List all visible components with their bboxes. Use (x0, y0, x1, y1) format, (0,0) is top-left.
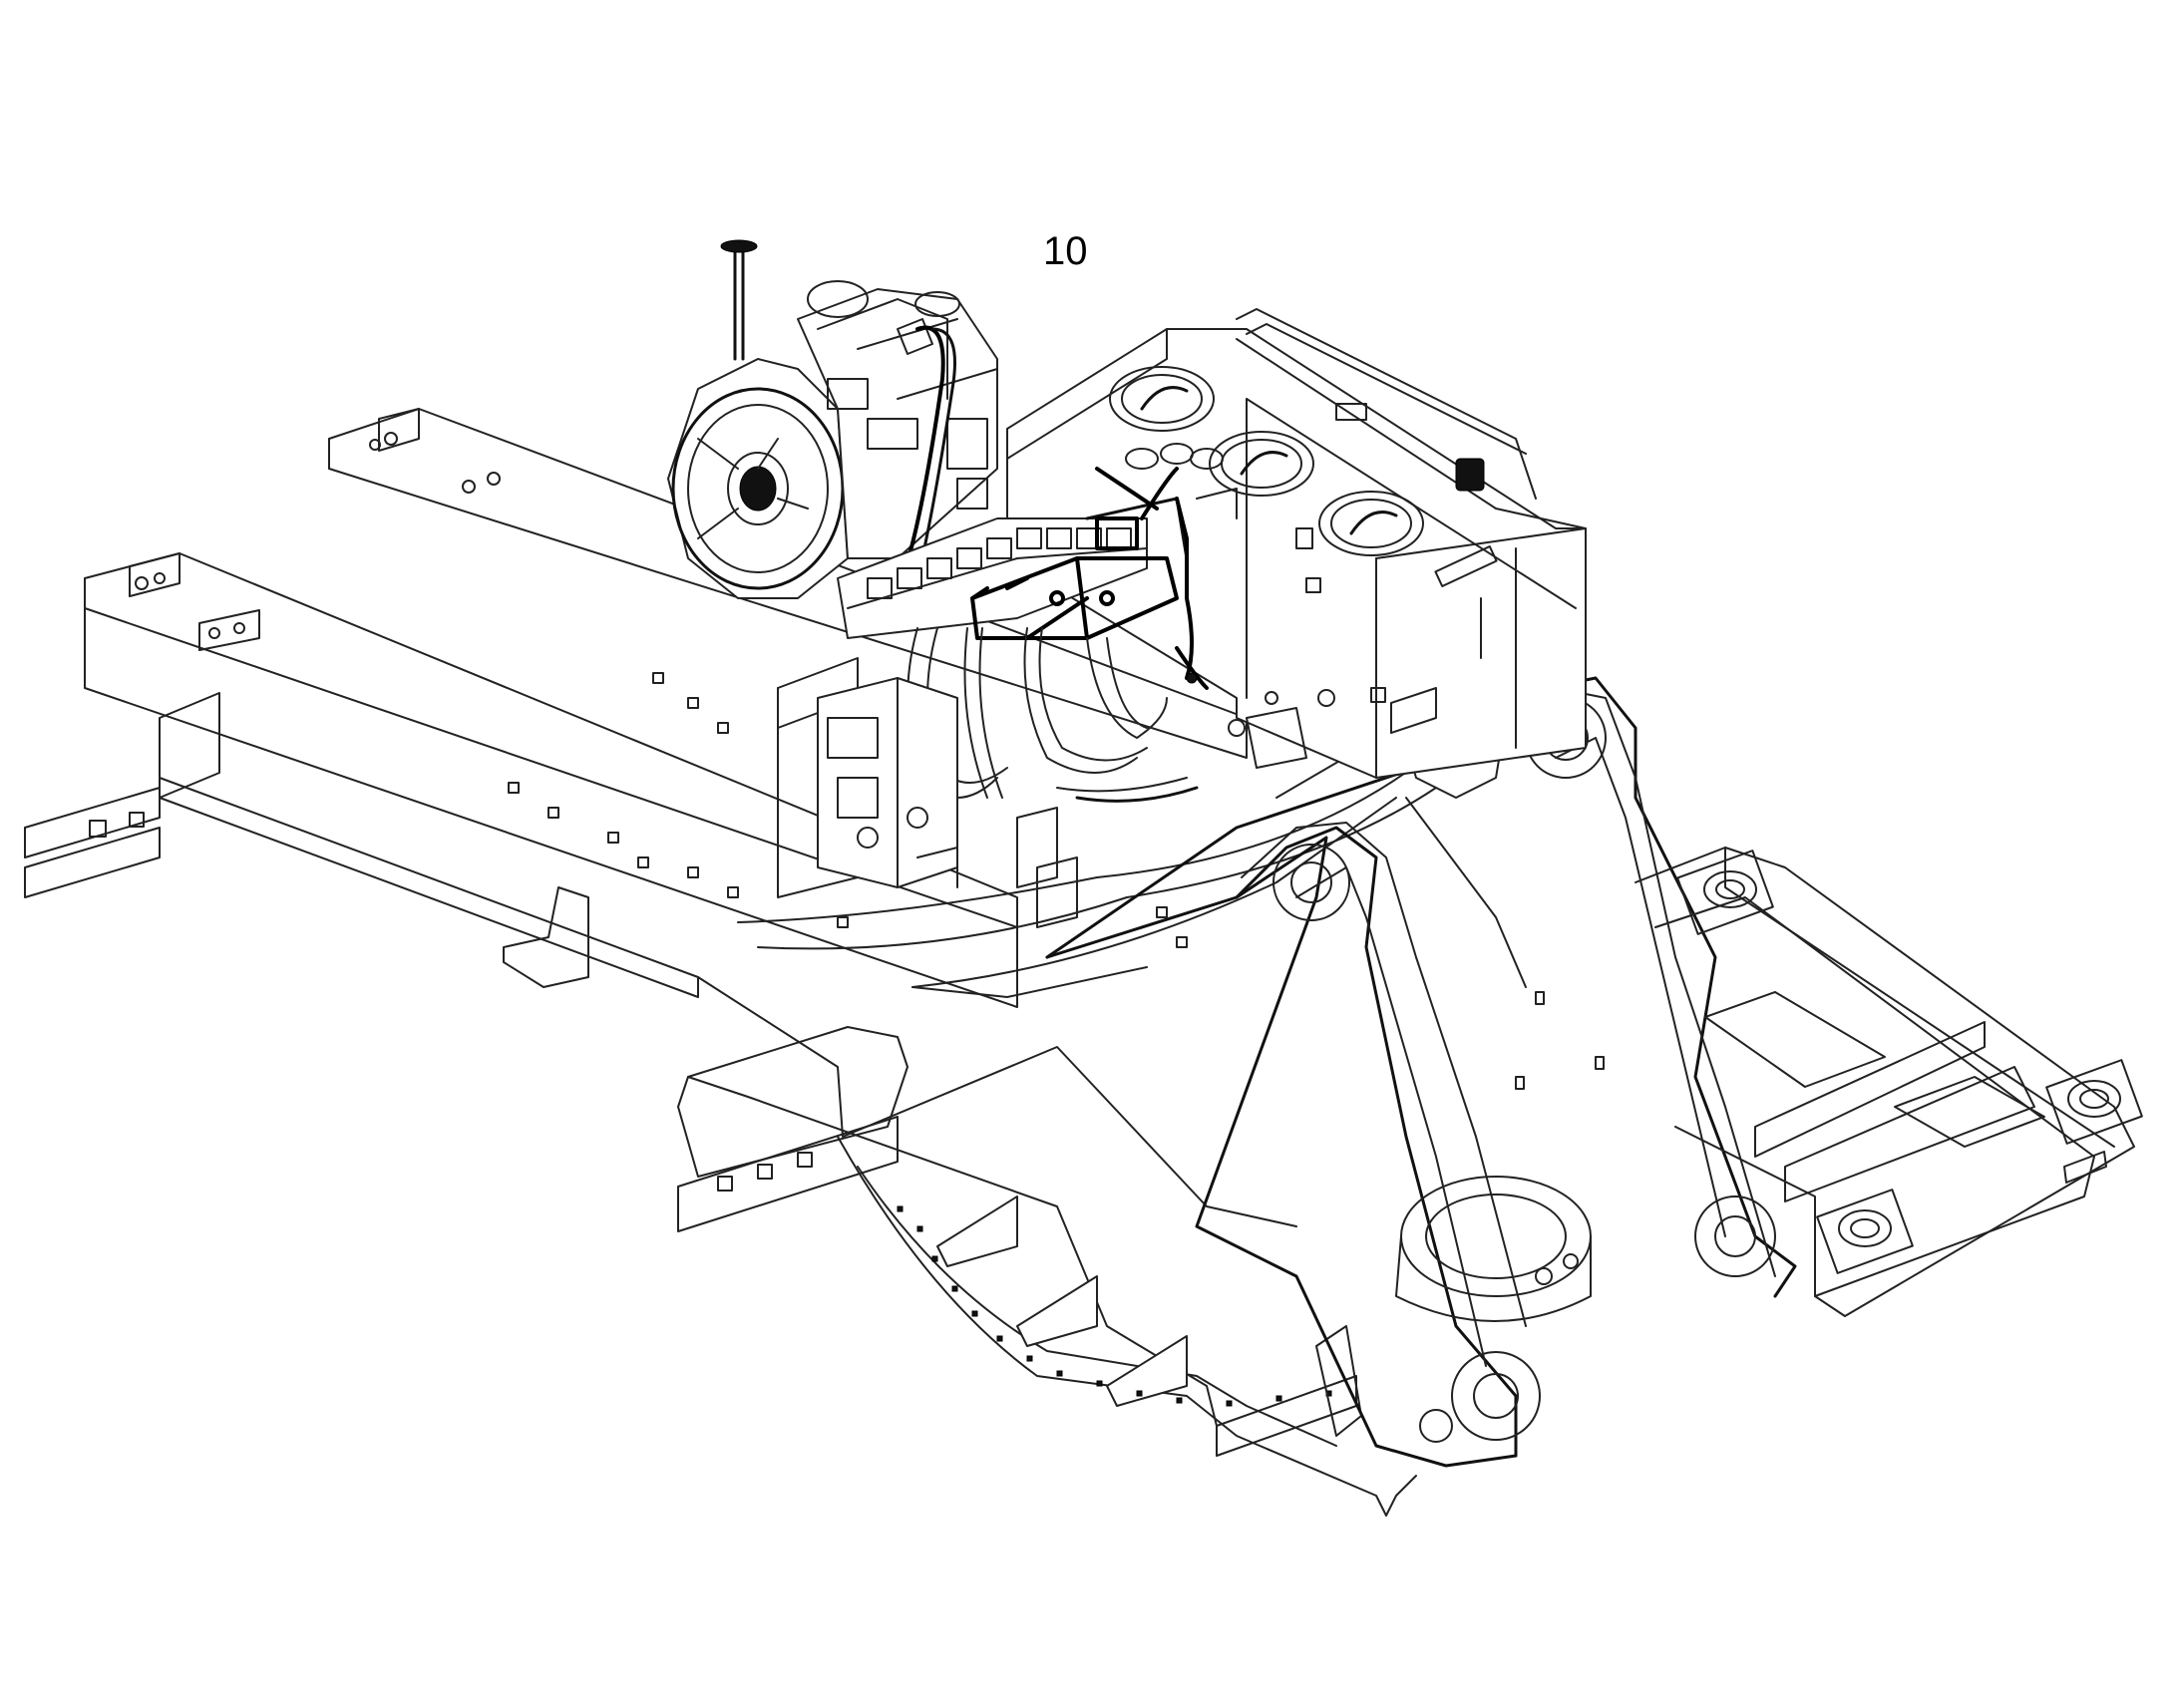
hydraulic-tank (1006, 308, 1587, 779)
small-fittings (508, 672, 1605, 1090)
chassis-frame (24, 408, 1437, 1517)
engine-pump-assembly (667, 239, 998, 599)
control-valve-assembly (777, 443, 1238, 928)
callout-label-10: 10 (1043, 229, 1088, 273)
rear-cross-frame (1635, 847, 2143, 1317)
valve-fittings (867, 443, 1224, 599)
rivet-row (897, 1205, 1332, 1407)
